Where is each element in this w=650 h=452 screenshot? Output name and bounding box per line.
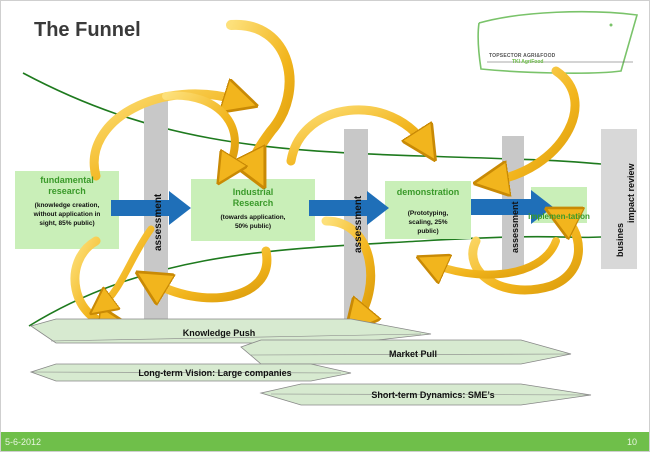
- page-number: 10: [626, 437, 637, 447]
- logo-text-line1: TOPSECTOR AGRI&FOOD: [489, 53, 556, 59]
- stage-box-demonstration: [385, 181, 471, 239]
- assessment-label-1: assessment: [153, 193, 164, 251]
- feedback-swirl-11: [101, 225, 155, 306]
- knowledge-push-band: [30, 318, 432, 344]
- feedback-swirl-7: [151, 246, 272, 298]
- review-column: [601, 129, 637, 269]
- feedback-swirl-9: [468, 216, 579, 295]
- long-term-label: Long-term Vision: Large companies: [138, 368, 291, 378]
- feedback-swirl-1: [89, 94, 241, 181]
- short-term-label: Short-term Dynamics: SME’s: [371, 390, 494, 400]
- flow-arrow-2: [309, 191, 389, 225]
- knowledge-push-label: Knowledge Push: [183, 328, 256, 338]
- stage-title-demonstration: demonstration: [397, 187, 460, 197]
- feedback-swirl-5: [491, 66, 580, 181]
- feedback-swirl-2: [226, 19, 295, 171]
- stage-detail-industrial: (towards application,50% public): [220, 214, 285, 230]
- stage-detail-demonstration: (Prototyping,scaling, 25%public): [408, 210, 449, 235]
- feedback-swirl-8: [321, 216, 371, 321]
- stage-box-fundamental: [15, 171, 119, 249]
- footer-bar: 5-6-2012 10: [1, 432, 649, 451]
- footer-date: 5-6-2012: [5, 437, 42, 447]
- slide-title: The Funnel: [34, 19, 141, 41]
- review-label: businesimpact review: [615, 162, 636, 257]
- stage-title-implementation: implemen-tation: [528, 212, 590, 221]
- flow-arrow-1: [111, 191, 191, 225]
- feedback-swirl-4: [286, 105, 426, 166]
- assessment-label-3: assessment: [510, 201, 520, 253]
- feedback-swirl-3: [162, 91, 235, 171]
- flow-arrow-3: [471, 190, 553, 224]
- logo-text-line2: TKI AgriFood: [512, 59, 544, 65]
- market-pull-label: Market Pull: [389, 349, 437, 359]
- feedback-swirl-6: [70, 236, 116, 326]
- feedback-swirl-10: [431, 237, 560, 275]
- stage-detail-fundamental: (knowledge creation,without application …: [33, 202, 101, 227]
- assessment-label-2: assessment: [353, 195, 364, 253]
